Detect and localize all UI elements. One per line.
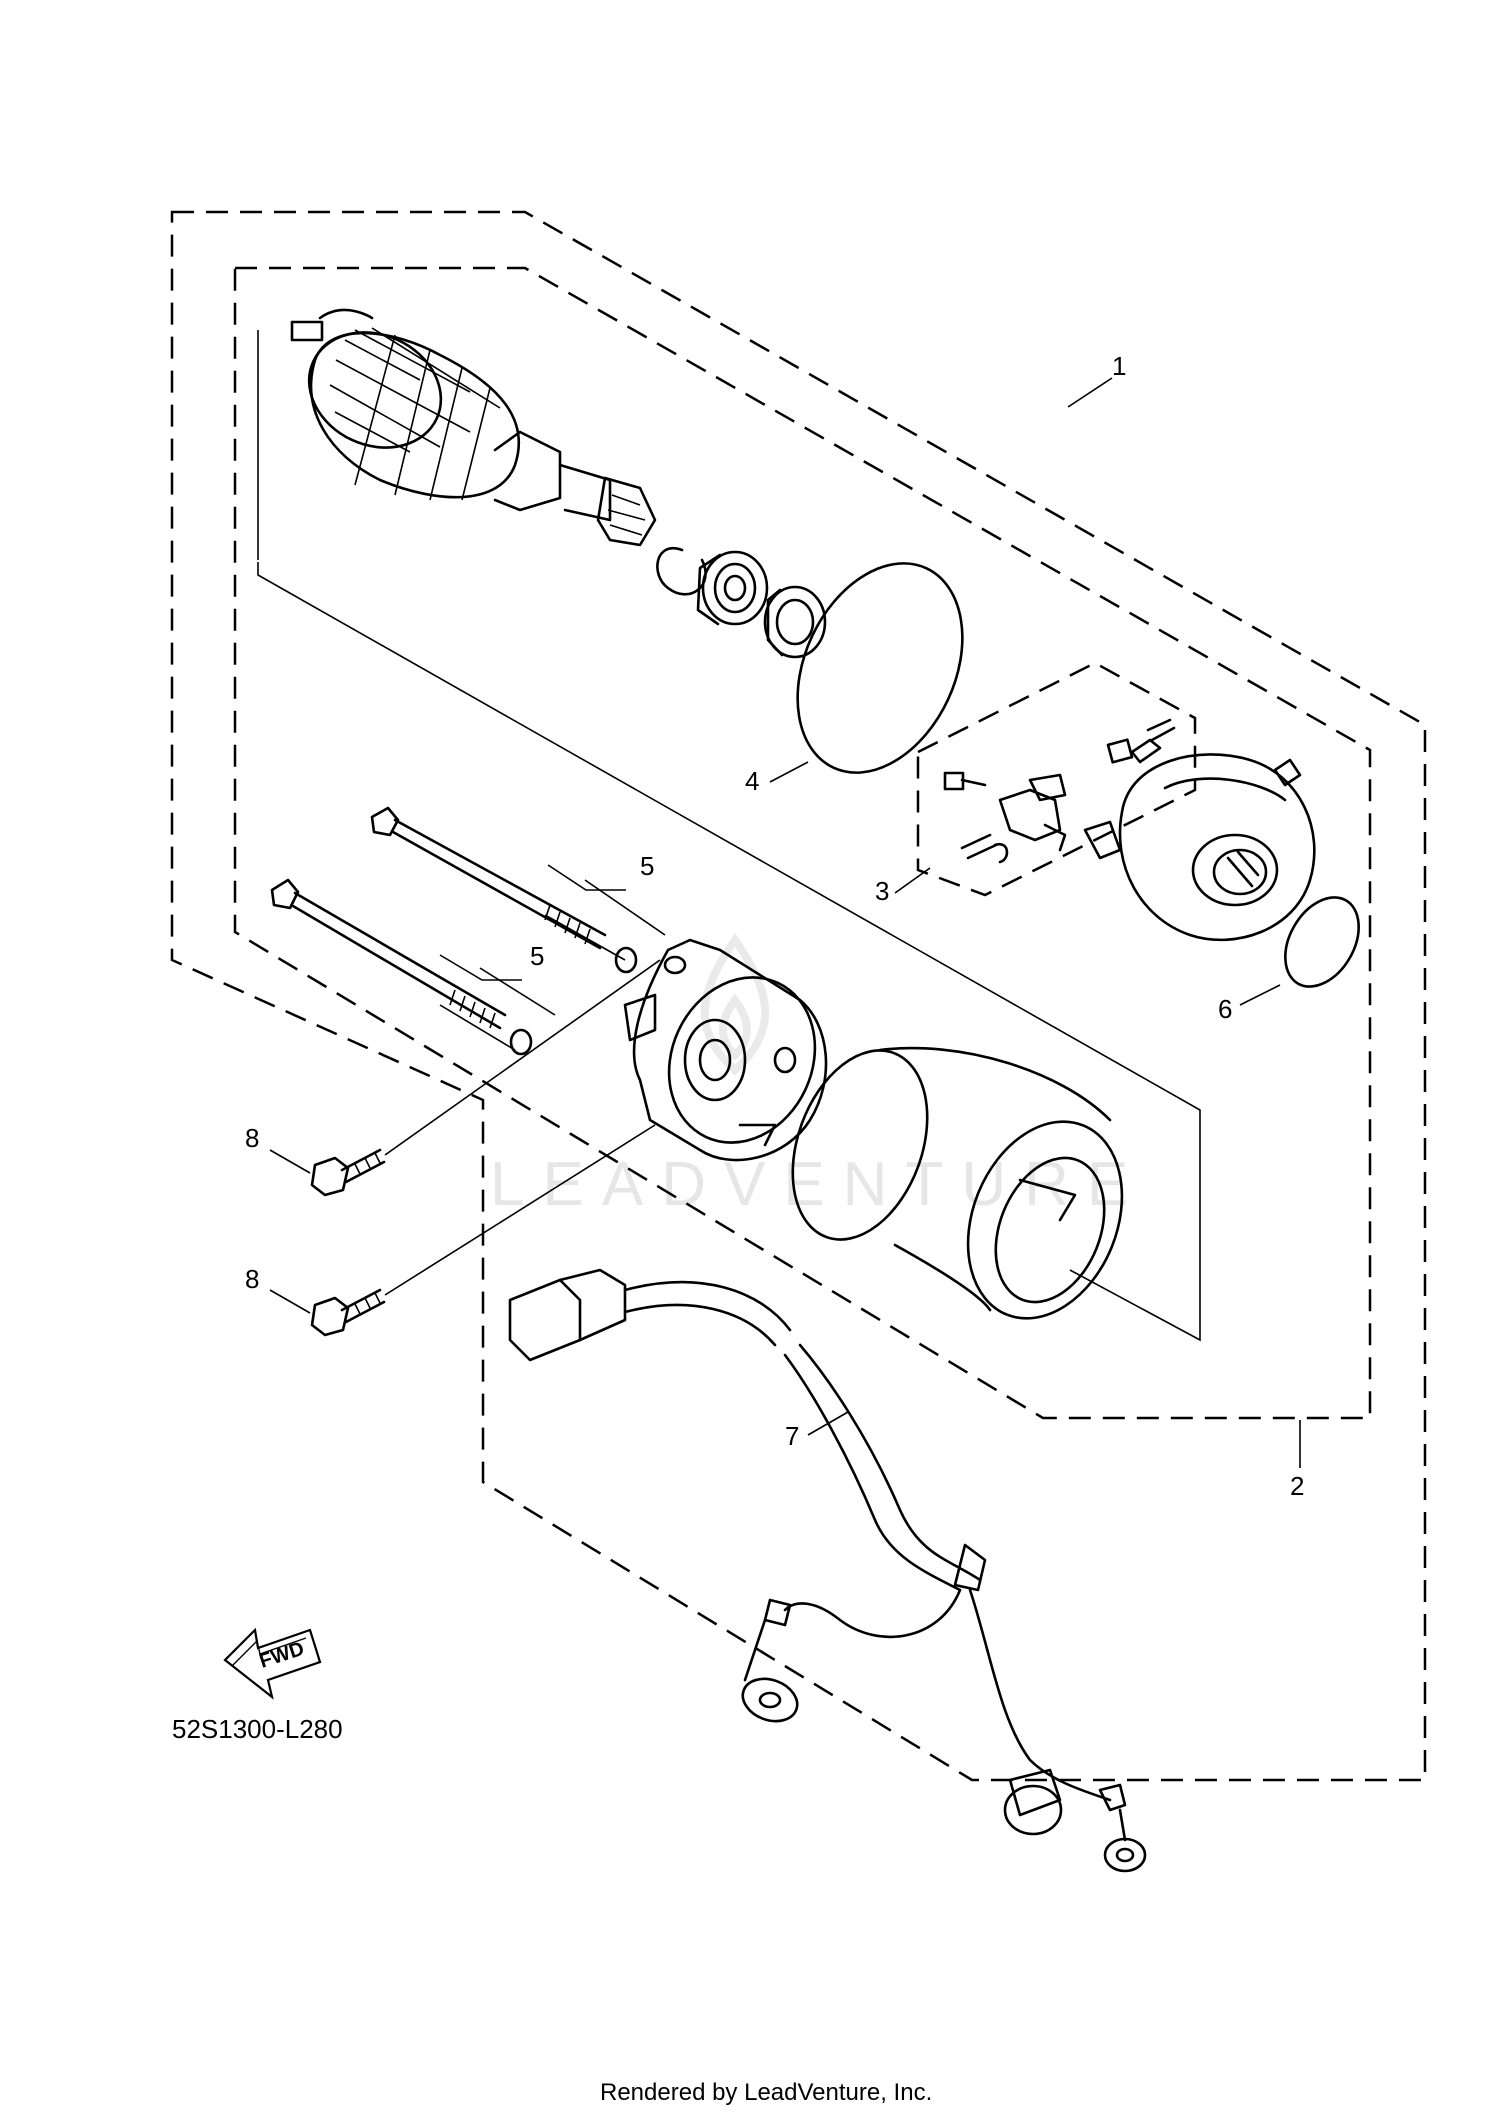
long-bolt-lower	[270, 878, 507, 1030]
leader-item-5b-tick	[439, 967, 556, 1051]
washer-lower	[509, 1028, 533, 1056]
o-ring-item-4	[796, 562, 964, 774]
reference-line-bolt-8-lower	[384, 1124, 656, 1296]
fwd-label: FWD	[257, 1638, 307, 1673]
callout-3: 3	[875, 876, 889, 906]
diagram-code: 52S1300-L280	[172, 1714, 343, 1744]
yoke-housing	[791, 1046, 1124, 1320]
leader-item-3	[894, 867, 931, 894]
leader-item-1	[1067, 377, 1113, 408]
fwd-arrow-icon: FWD	[223, 1627, 322, 1700]
boundary-brush-holder-item-3	[916, 661, 1197, 897]
watermark-logo	[700, 933, 770, 1076]
reference-line	[257, 562, 1201, 1342]
wire-harness-item-7	[508, 1268, 1147, 1873]
callout-6: 6	[1218, 994, 1232, 1024]
callout-8a: 8	[245, 1123, 259, 1153]
boundary-inner-item-2	[233, 266, 1372, 1420]
washer-upper	[614, 946, 638, 974]
bolt-item-8-upper	[310, 1148, 386, 1197]
boundary-outer-item-1	[170, 210, 1427, 1782]
callout-5a: 5	[640, 851, 654, 881]
rear-cover	[1083, 753, 1316, 942]
leader-item-8b	[269, 1289, 311, 1314]
callout-2: 2	[1290, 1471, 1304, 1501]
callout-1: 1	[1112, 351, 1126, 381]
brush-set	[943, 718, 1176, 864]
oil-seal	[763, 585, 827, 659]
callout-8b: 8	[245, 1264, 259, 1294]
armature	[290, 308, 657, 547]
render-credit: Rendered by LeadVenture, Inc.	[600, 2079, 932, 2106]
leader-item-7	[807, 1411, 849, 1436]
bolt-item-8-lower	[310, 1288, 386, 1337]
callout-7: 7	[785, 1421, 799, 1451]
leader-item-6	[1239, 984, 1281, 1006]
o-ring-item-6	[1284, 896, 1360, 988]
long-bolt-upper	[370, 806, 607, 950]
leader-item-8a	[269, 1149, 311, 1174]
callout-4: 4	[745, 766, 759, 796]
leader-item-5b	[439, 954, 522, 981]
leader-item-5a-tick	[544, 879, 666, 961]
callout-5b: 5	[530, 941, 544, 971]
reference-line-bolt-8-upper	[384, 959, 661, 1156]
front-cover	[623, 938, 828, 1162]
leader-item-4	[769, 761, 809, 783]
leader-item-5a	[547, 864, 626, 891]
bearing	[696, 550, 769, 626]
